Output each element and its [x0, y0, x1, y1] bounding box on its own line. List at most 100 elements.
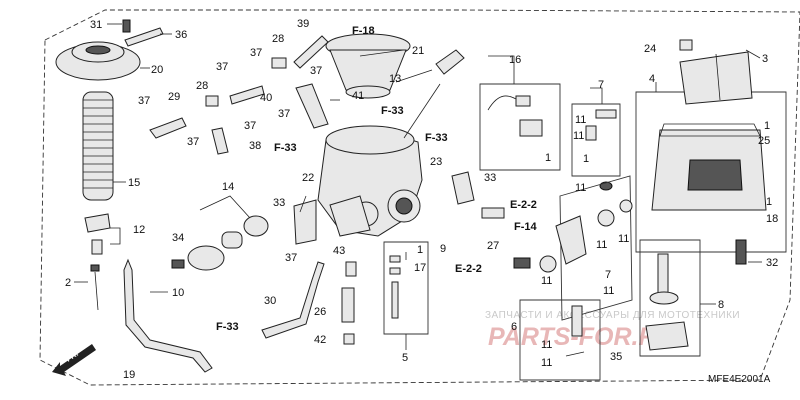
hose-39 [293, 35, 329, 69]
callout-40: 40 [260, 92, 272, 104]
callout-20: 20 [151, 64, 163, 76]
needle-7 [585, 109, 617, 191]
hose-30 [261, 261, 325, 339]
float-chamber-4 [651, 123, 767, 211]
vacuum-piston-14 [187, 215, 269, 271]
callout-28-a: 28 [196, 80, 208, 92]
callout-8: 8 [718, 299, 724, 311]
cable-23 [403, 83, 441, 139]
carburetor-body [317, 125, 423, 237]
callout-4: 4 [649, 73, 655, 85]
clip-36 [124, 27, 164, 47]
callouts: 31 36 20 15 12 2 10 19 34 14 37 29 37 37… [65, 18, 778, 381]
hose-29 [149, 117, 187, 139]
callout-11-a: 11 [575, 114, 586, 126]
leader-lines [74, 23, 762, 350]
sensor-16 [487, 95, 543, 137]
joint-28 [205, 57, 287, 107]
hose-41 [295, 83, 329, 129]
needle-valve-box [571, 103, 621, 177]
callout-7-a: 7 [598, 79, 604, 91]
jet-26 [341, 287, 355, 323]
callout-32: 32 [766, 257, 778, 269]
callout-5: 5 [402, 352, 408, 364]
callout-37-g: 37 [278, 108, 290, 120]
callout-16: 16 [509, 54, 521, 66]
watermark-caption: ЗАПЧАСТИ И АКСЕССУАРЫ ДЛЯ МОТОТЕХНИКИ [485, 310, 740, 321]
callout-38: 38 [249, 140, 261, 152]
callout-33-a: 33 [484, 172, 496, 184]
callout-34: 34 [172, 232, 184, 244]
callout-41: 41 [352, 90, 364, 102]
callout-1-b: 1 [545, 152, 551, 164]
hose-10-19 [123, 258, 213, 373]
hose-40 [229, 85, 265, 105]
callout-11-e: 11 [618, 233, 629, 245]
jet-43 [345, 261, 357, 277]
cover-20 [55, 41, 141, 81]
callout-1-e: 1 [766, 196, 772, 208]
jet-parts-17 [389, 255, 401, 319]
callout-12: 12 [133, 224, 145, 236]
jet-42 [343, 333, 355, 345]
callout-36: 36 [175, 29, 187, 41]
callout-2: 2 [65, 277, 71, 289]
callout-17: 17 [414, 262, 426, 274]
callout-35: 35 [610, 351, 622, 363]
callout-11-b: 11 [575, 182, 586, 194]
ref-f33-a: F-33 [274, 142, 297, 154]
fitting-13 [435, 49, 465, 75]
funnel-21 [325, 33, 411, 99]
callout-27: 27 [487, 240, 499, 252]
pump-8 [645, 253, 689, 351]
callout-19: 19 [123, 369, 135, 381]
callout-42: 42 [314, 334, 326, 346]
fitting-27 [481, 207, 505, 219]
callout-37-h: 37 [285, 252, 297, 264]
ref-f18: F-18 [352, 25, 375, 37]
needle-2 [90, 264, 100, 311]
ref-e22-b: E-2-2 [455, 263, 482, 275]
callout-1-c: 1 [583, 153, 589, 165]
callout-24: 24 [644, 43, 656, 55]
lower-kit-box [519, 299, 601, 381]
callout-15: 15 [128, 177, 140, 189]
callout-1-a: 1 [417, 244, 423, 256]
callout-28-b: 28 [272, 33, 284, 45]
callout-11-g: 11 [603, 285, 614, 297]
screw-34 [171, 259, 185, 269]
sensor-box [479, 83, 561, 171]
callout-11-i: 11 [541, 357, 552, 369]
callout-33-b: 33 [273, 197, 285, 209]
lower-kit-parts [565, 305, 585, 357]
callout-14: 14 [222, 181, 234, 193]
callout-37-c: 37 [216, 61, 228, 73]
callout-26: 26 [314, 306, 326, 318]
float-3 [679, 51, 753, 105]
diagram-code: MFE4E2001A [708, 374, 771, 385]
callout-29: 29 [168, 91, 180, 103]
callout-37-b: 37 [187, 136, 199, 148]
callout-11-c: 11 [573, 130, 584, 142]
linkage-box [559, 175, 633, 321]
callout-37-a: 37 [138, 95, 150, 107]
pump-box [639, 239, 701, 357]
screw-32 [735, 239, 747, 265]
callout-11-d: 11 [596, 239, 607, 251]
callout-6: 6 [511, 321, 517, 333]
callout-13: 13 [389, 73, 401, 85]
ref-f33-b: F-33 [381, 105, 404, 117]
callout-11-f: 11 [541, 275, 552, 287]
callout-22: 22 [302, 172, 314, 184]
front-arrow-icon: FR. [52, 344, 96, 376]
ref-f14: F-14 [514, 221, 538, 233]
hose-38 [211, 127, 229, 155]
fitting-9 [451, 171, 475, 205]
ref-f33-d: F-33 [216, 321, 239, 333]
linkage-parts [513, 199, 633, 273]
callout-30: 30 [264, 295, 276, 307]
callout-37-f: 37 [310, 65, 322, 77]
callout-25: 25 [758, 135, 770, 147]
callout-11-h: 11 [541, 339, 552, 351]
callout-7-b: 7 [605, 269, 611, 281]
